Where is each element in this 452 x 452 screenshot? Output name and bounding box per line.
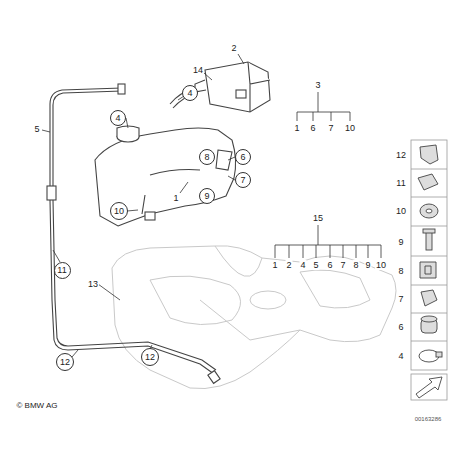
- callout-circle: 11: [54, 262, 71, 279]
- callout-number: 4: [187, 88, 192, 98]
- fuel-lines: [47, 84, 220, 383]
- callout-circle: 8: [199, 149, 215, 165]
- callout-number: 2: [285, 260, 292, 270]
- callout-number: 5: [312, 260, 319, 270]
- callout-number: 7: [339, 260, 346, 270]
- callout-number: 7: [240, 175, 245, 185]
- callout-number: 12: [395, 150, 407, 160]
- parts-column: [411, 140, 447, 400]
- callout-circle: 12: [56, 353, 74, 371]
- callout-circle: 7: [235, 172, 251, 188]
- callout-number: 12: [145, 352, 155, 362]
- callout-number: 1: [271, 260, 278, 270]
- callout-number: 2: [230, 43, 237, 53]
- callout-circle: 9: [199, 188, 215, 204]
- callout-number: 13: [87, 279, 99, 289]
- callout-number: 7: [327, 123, 334, 133]
- carbon-canister: [195, 62, 270, 112]
- callout-number: 10: [395, 206, 407, 216]
- leader-lines: [42, 54, 244, 357]
- callout-circle: 4: [182, 85, 198, 101]
- callout-number: 8: [397, 266, 404, 276]
- callout-number: 8: [352, 260, 359, 270]
- callout-number: 6: [326, 260, 333, 270]
- callout-number: 10: [375, 260, 387, 270]
- callout-number: 6: [309, 123, 316, 133]
- callout-number: 4: [115, 113, 120, 123]
- copyright-note: 00163286: [414, 414, 443, 424]
- callout-circle: 10: [110, 202, 128, 220]
- callout-number: 1: [172, 193, 179, 203]
- callout-circle: 12: [141, 348, 159, 366]
- callout-number: 8: [204, 152, 209, 162]
- callout-number: 9: [364, 260, 371, 270]
- part-icons: [416, 145, 442, 398]
- callout-circle: 6: [235, 149, 251, 165]
- callout-number: 4: [397, 351, 404, 361]
- callout-circle: 4: [110, 110, 126, 126]
- callout-number: 11: [57, 265, 66, 275]
- callout-number: 15: [312, 213, 324, 223]
- callout-number: 9: [204, 191, 209, 201]
- callout-number: 12: [60, 357, 70, 367]
- callout-number: 9: [397, 237, 404, 247]
- callout-number: 5: [33, 124, 40, 134]
- callout-number: 6: [240, 152, 245, 162]
- callout-number: 1: [293, 123, 300, 133]
- copyright-note: © BMW AG: [15, 401, 58, 411]
- callout-number: 10: [344, 123, 356, 133]
- callout-number: 6: [397, 322, 404, 332]
- callout-number: 3: [314, 80, 321, 90]
- callout-number: 14: [192, 65, 204, 75]
- callout-number: 11: [395, 178, 406, 188]
- ghost-tank: [112, 246, 396, 389]
- callout-number: 7: [397, 294, 404, 304]
- fuel-tank-upper: [95, 126, 236, 226]
- callout-number: 10: [114, 206, 124, 216]
- group-brackets: [275, 92, 381, 258]
- callout-number: 4: [299, 260, 306, 270]
